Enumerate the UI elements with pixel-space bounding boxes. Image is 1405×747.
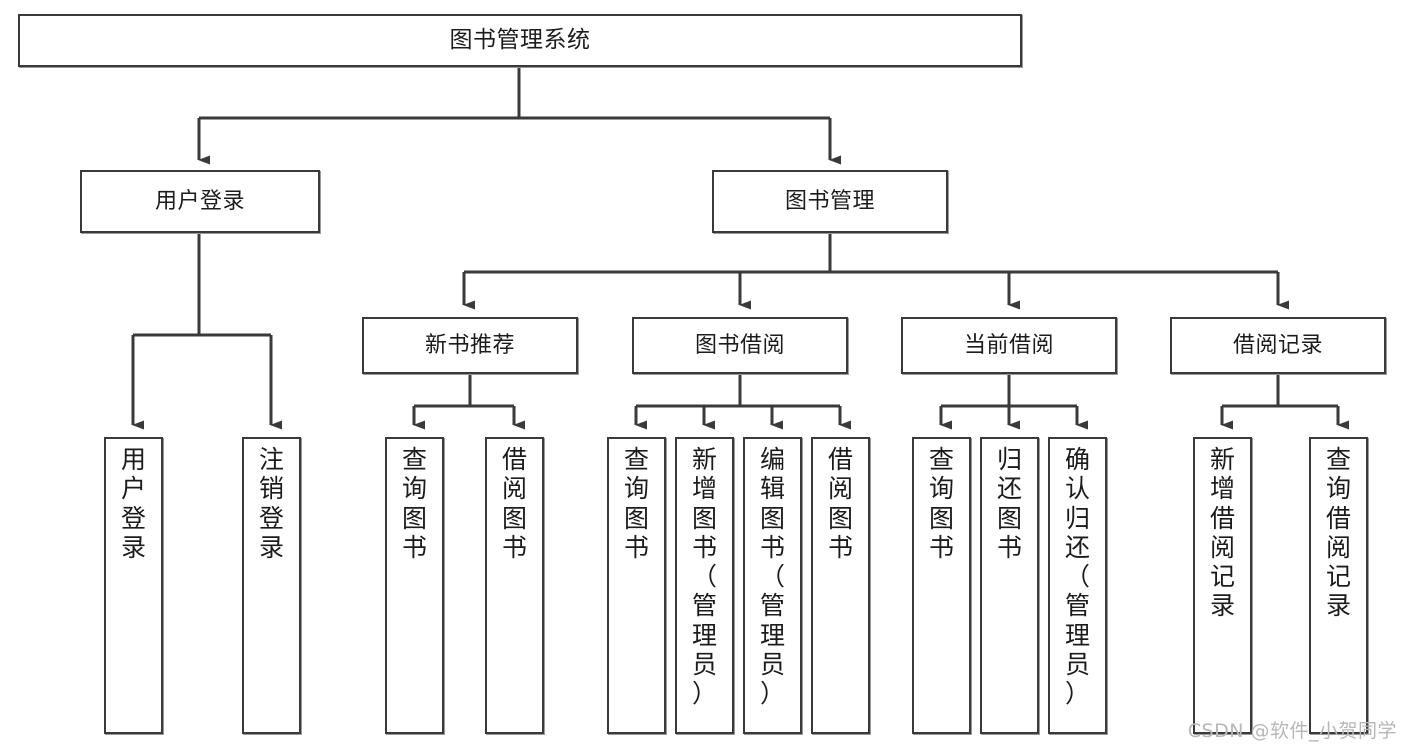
node-label: 借 阅 图 书 xyxy=(828,445,854,562)
node-label: 图书管理 xyxy=(784,188,875,214)
node-label: 当前借阅 xyxy=(963,332,1054,358)
node-user-login[interactable]: 用户登录 xyxy=(80,170,320,233)
node-borrow-record[interactable]: 借阅记录 xyxy=(1170,317,1386,374)
node-label: 图书管理系统 xyxy=(449,27,591,53)
node-label: 编 辑 图 书 （ 管 理 员 ） xyxy=(760,445,786,708)
node-label: 归 还 图 书 xyxy=(997,445,1023,562)
node-label: 新 增 图 书 （ 管 理 员 ） xyxy=(692,445,718,708)
leaf-recommend-query-book[interactable]: 查 询 图 书 xyxy=(385,437,444,734)
node-label: 新 增 借 阅 记 录 xyxy=(1210,445,1236,621)
leaf-current-confirm-return-admin[interactable]: 确 认 归 还 （ 管 理 员 ） xyxy=(1048,437,1107,734)
leaf-current-query-book[interactable]: 查 询 图 书 xyxy=(912,437,971,734)
leaf-current-return-book[interactable]: 归 还 图 书 xyxy=(980,437,1039,734)
node-label: 查 询 图 书 xyxy=(624,445,650,562)
node-label: 查 询 图 书 xyxy=(929,445,955,562)
node-label: 用户登录 xyxy=(154,188,245,214)
watermark-text: CSDN @软件_小贺同学 xyxy=(1187,720,1397,742)
node-label: 确 认 归 还 （ 管 理 员 ） xyxy=(1065,445,1091,708)
leaf-record-query-record[interactable]: 查 询 借 阅 记 录 xyxy=(1309,437,1368,734)
leaf-borrow-borrow-book[interactable]: 借 阅 图 书 xyxy=(811,437,870,734)
node-label: 图书借阅 xyxy=(694,332,785,358)
node-label: 用 户 登 录 xyxy=(121,445,147,562)
node-label: 查 询 图 书 xyxy=(402,445,428,562)
leaf-recommend-borrow-book[interactable]: 借 阅 图 书 xyxy=(485,437,544,734)
leaf-user-login-login[interactable]: 用 户 登 录 xyxy=(104,437,163,734)
node-book-management[interactable]: 图书管理 xyxy=(712,170,948,233)
node-root-system[interactable]: 图书管理系统 xyxy=(18,14,1022,67)
node-current-borrow[interactable]: 当前借阅 xyxy=(901,317,1117,374)
leaf-borrow-edit-book-admin[interactable]: 编 辑 图 书 （ 管 理 员 ） xyxy=(743,437,802,734)
leaf-record-add-record[interactable]: 新 增 借 阅 记 录 xyxy=(1193,437,1252,734)
node-label: 查 询 借 阅 记 录 xyxy=(1326,445,1352,621)
node-label: 新书推荐 xyxy=(424,332,515,358)
node-label: 借 阅 图 书 xyxy=(502,445,528,562)
node-book-borrow[interactable]: 图书借阅 xyxy=(632,317,848,374)
node-label: 借阅记录 xyxy=(1232,332,1323,358)
node-label: 注 销 登 录 xyxy=(259,445,285,562)
node-new-book-recommend[interactable]: 新书推荐 xyxy=(362,317,578,374)
leaf-borrow-add-book-admin[interactable]: 新 增 图 书 （ 管 理 员 ） xyxy=(675,437,734,734)
leaf-borrow-query-book[interactable]: 查 询 图 书 xyxy=(607,437,666,734)
leaf-user-login-logout[interactable]: 注 销 登 录 xyxy=(242,437,301,734)
